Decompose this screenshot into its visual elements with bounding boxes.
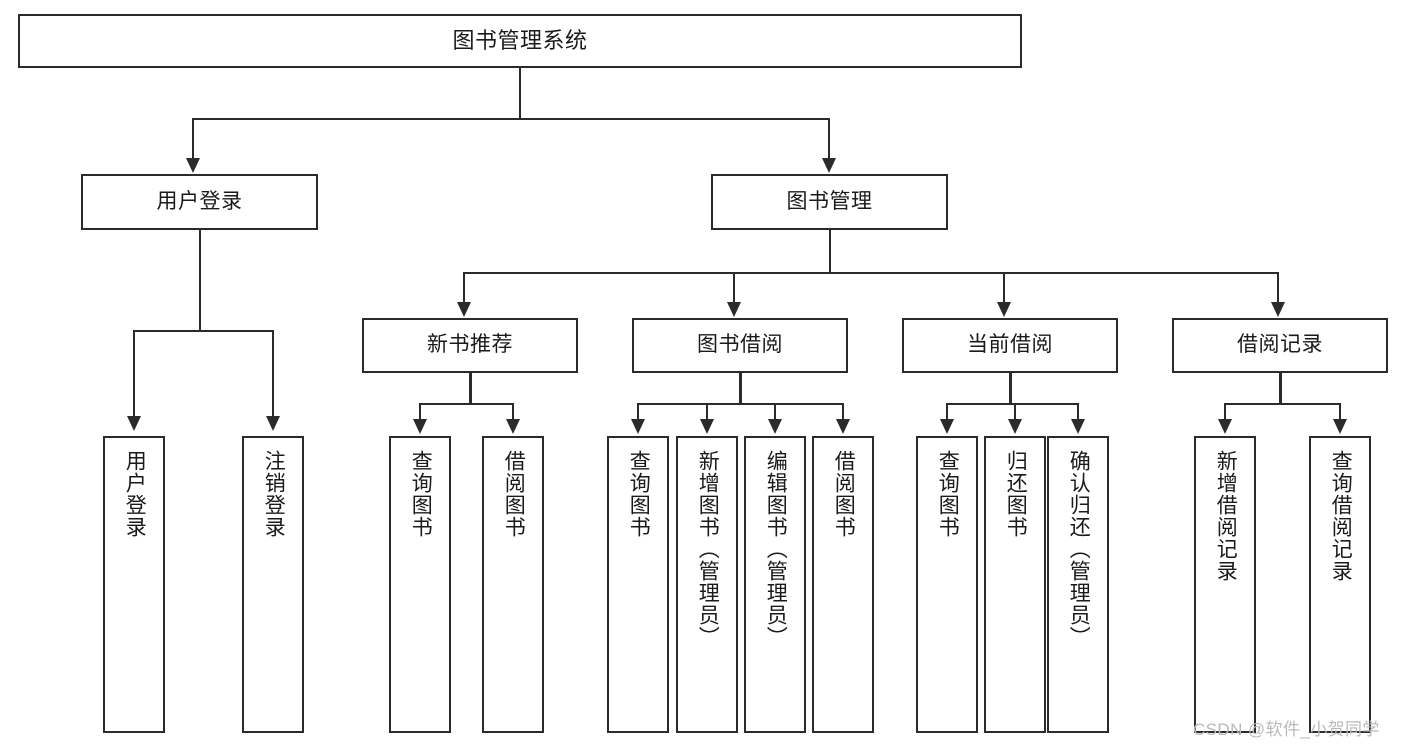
node-leaf-user-login[interactable]: 用户登录 (103, 436, 165, 733)
node-leaf-query-book-1[interactable]: 查询图书 (389, 436, 451, 733)
node-leaf-borrow-book-1-label: 借阅图书 (502, 450, 526, 538)
node-new-book-recommend[interactable]: 新书推荐 (362, 318, 578, 373)
node-current-borrow[interactable]: 当前借阅 (902, 318, 1118, 373)
connector-level2-drop-right (828, 118, 830, 160)
connector-level3-drop-2 (733, 272, 735, 304)
node-leaf-query-record[interactable]: 查询借阅记录 (1309, 436, 1371, 733)
node-book-borrow-label: 图书借阅 (697, 333, 783, 357)
arrow-to-leaf-query-book-1 (413, 419, 427, 434)
node-leaf-user-login-label: 用户登录 (123, 450, 147, 538)
arrow-to-borrow-record (1271, 302, 1285, 317)
arrow-to-leaf-query-record (1333, 419, 1347, 434)
node-new-book-recommend-label: 新书推荐 (427, 333, 513, 357)
connector-level3-bus (463, 272, 1279, 274)
arrow-to-leaf-add-record (1218, 419, 1232, 434)
node-leaf-query-book-2[interactable]: 查询图书 (607, 436, 669, 733)
arrow-to-new-book-recommend (457, 302, 471, 317)
connector-user-login-drop-2 (272, 330, 274, 418)
node-book-manage[interactable]: 图书管理 (711, 174, 948, 230)
connector-root-stem (519, 68, 521, 118)
connector-current-borrow-bus (946, 403, 1078, 405)
node-leaf-return-book-label: 归还图书 (1004, 450, 1028, 538)
connector-cb-drop-3 (1077, 403, 1079, 421)
connector-user-login-drop-1 (133, 330, 135, 418)
arrow-to-user-login (186, 158, 200, 173)
arrow-to-leaf-edit-book (768, 419, 782, 434)
node-leaf-borrow-book-1[interactable]: 借阅图书 (482, 436, 544, 733)
connector-new-book-recommend-stem (469, 373, 472, 403)
node-user-login-label: 用户登录 (156, 189, 243, 213)
connector-borrow-record-stem (1279, 373, 1282, 403)
node-leaf-return-book[interactable]: 归还图书 (984, 436, 1046, 733)
arrow-to-leaf-borrow-book-1 (506, 419, 520, 434)
node-leaf-confirm-return-label: 确认归还（管理员） (1067, 450, 1091, 648)
node-leaf-query-book-3-label: 查询图书 (936, 450, 960, 538)
arrow-to-leaf-query-book-3 (940, 419, 954, 434)
connector-bb-drop-3 (774, 403, 776, 421)
node-leaf-query-book-2-label: 查询图书 (627, 450, 651, 538)
arrow-to-current-borrow (997, 302, 1011, 317)
connector-book-borrow-stem (739, 373, 742, 403)
node-leaf-confirm-return[interactable]: 确认归还（管理员） (1047, 436, 1109, 733)
connector-book-manage-stem (829, 230, 831, 272)
connector-user-login-stem (199, 230, 201, 330)
connector-borrow-record-bus (1224, 403, 1340, 405)
node-borrow-record[interactable]: 借阅记录 (1172, 318, 1388, 373)
node-leaf-borrow-book-2-label: 借阅图书 (832, 450, 856, 538)
node-leaf-query-book-1-label: 查询图书 (409, 450, 433, 538)
arrow-to-book-manage (822, 158, 836, 173)
node-leaf-add-record-label: 新增借阅记录 (1214, 450, 1238, 582)
connector-cb-drop-2 (1014, 403, 1016, 421)
connector-user-login-bus (133, 330, 273, 332)
node-leaf-query-book-3[interactable]: 查询图书 (916, 436, 978, 733)
arrow-to-leaf-confirm-return (1071, 419, 1085, 434)
node-borrow-record-label: 借阅记录 (1237, 333, 1323, 357)
connector-level3-drop-4 (1277, 272, 1279, 304)
connector-nbr-drop-2 (512, 403, 514, 421)
connector-new-book-recommend-bus (419, 403, 513, 405)
node-leaf-edit-book-label: 编辑图书（管理员） (764, 450, 788, 648)
node-book-manage-label: 图书管理 (786, 189, 873, 213)
node-leaf-add-record[interactable]: 新增借阅记录 (1194, 436, 1256, 733)
arrow-to-leaf-query-book-2 (631, 419, 645, 434)
node-book-borrow[interactable]: 图书借阅 (632, 318, 848, 373)
connector-level3-drop-3 (1003, 272, 1005, 304)
connector-nbr-drop-1 (419, 403, 421, 421)
connector-bb-drop-1 (637, 403, 639, 421)
connector-level3-drop-1 (463, 272, 465, 304)
node-leaf-user-logout-label: 注销登录 (262, 450, 286, 538)
node-leaf-edit-book[interactable]: 编辑图书（管理员） (744, 436, 806, 733)
arrow-to-leaf-user-login (127, 416, 141, 431)
arrow-to-leaf-borrow-book-2 (836, 419, 850, 434)
node-leaf-user-logout[interactable]: 注销登录 (242, 436, 304, 733)
node-root-label: 图书管理系统 (452, 28, 588, 54)
node-leaf-query-record-label: 查询借阅记录 (1329, 450, 1353, 582)
arrow-to-leaf-add-book (700, 419, 714, 434)
connector-cb-drop-1 (946, 403, 948, 421)
node-leaf-borrow-book-2[interactable]: 借阅图书 (812, 436, 874, 733)
node-root[interactable]: 图书管理系统 (18, 14, 1022, 68)
connector-level2-bus (192, 118, 829, 120)
connector-current-borrow-stem (1009, 373, 1012, 403)
connector-bb-drop-4 (842, 403, 844, 421)
connector-book-borrow-bus (637, 403, 843, 405)
node-leaf-add-book[interactable]: 新增图书（管理员） (676, 436, 738, 733)
arrow-to-book-borrow (727, 302, 741, 317)
connector-br-drop-2 (1339, 403, 1341, 421)
connector-level2-drop-left (192, 118, 194, 160)
arrow-to-leaf-return-book (1008, 419, 1022, 434)
node-user-login[interactable]: 用户登录 (81, 174, 318, 230)
node-current-borrow-label: 当前借阅 (967, 333, 1053, 357)
node-leaf-add-book-label: 新增图书（管理员） (696, 450, 720, 648)
arrow-to-leaf-user-logout (266, 416, 280, 431)
connector-br-drop-1 (1224, 403, 1226, 421)
connector-bb-drop-2 (706, 403, 708, 421)
